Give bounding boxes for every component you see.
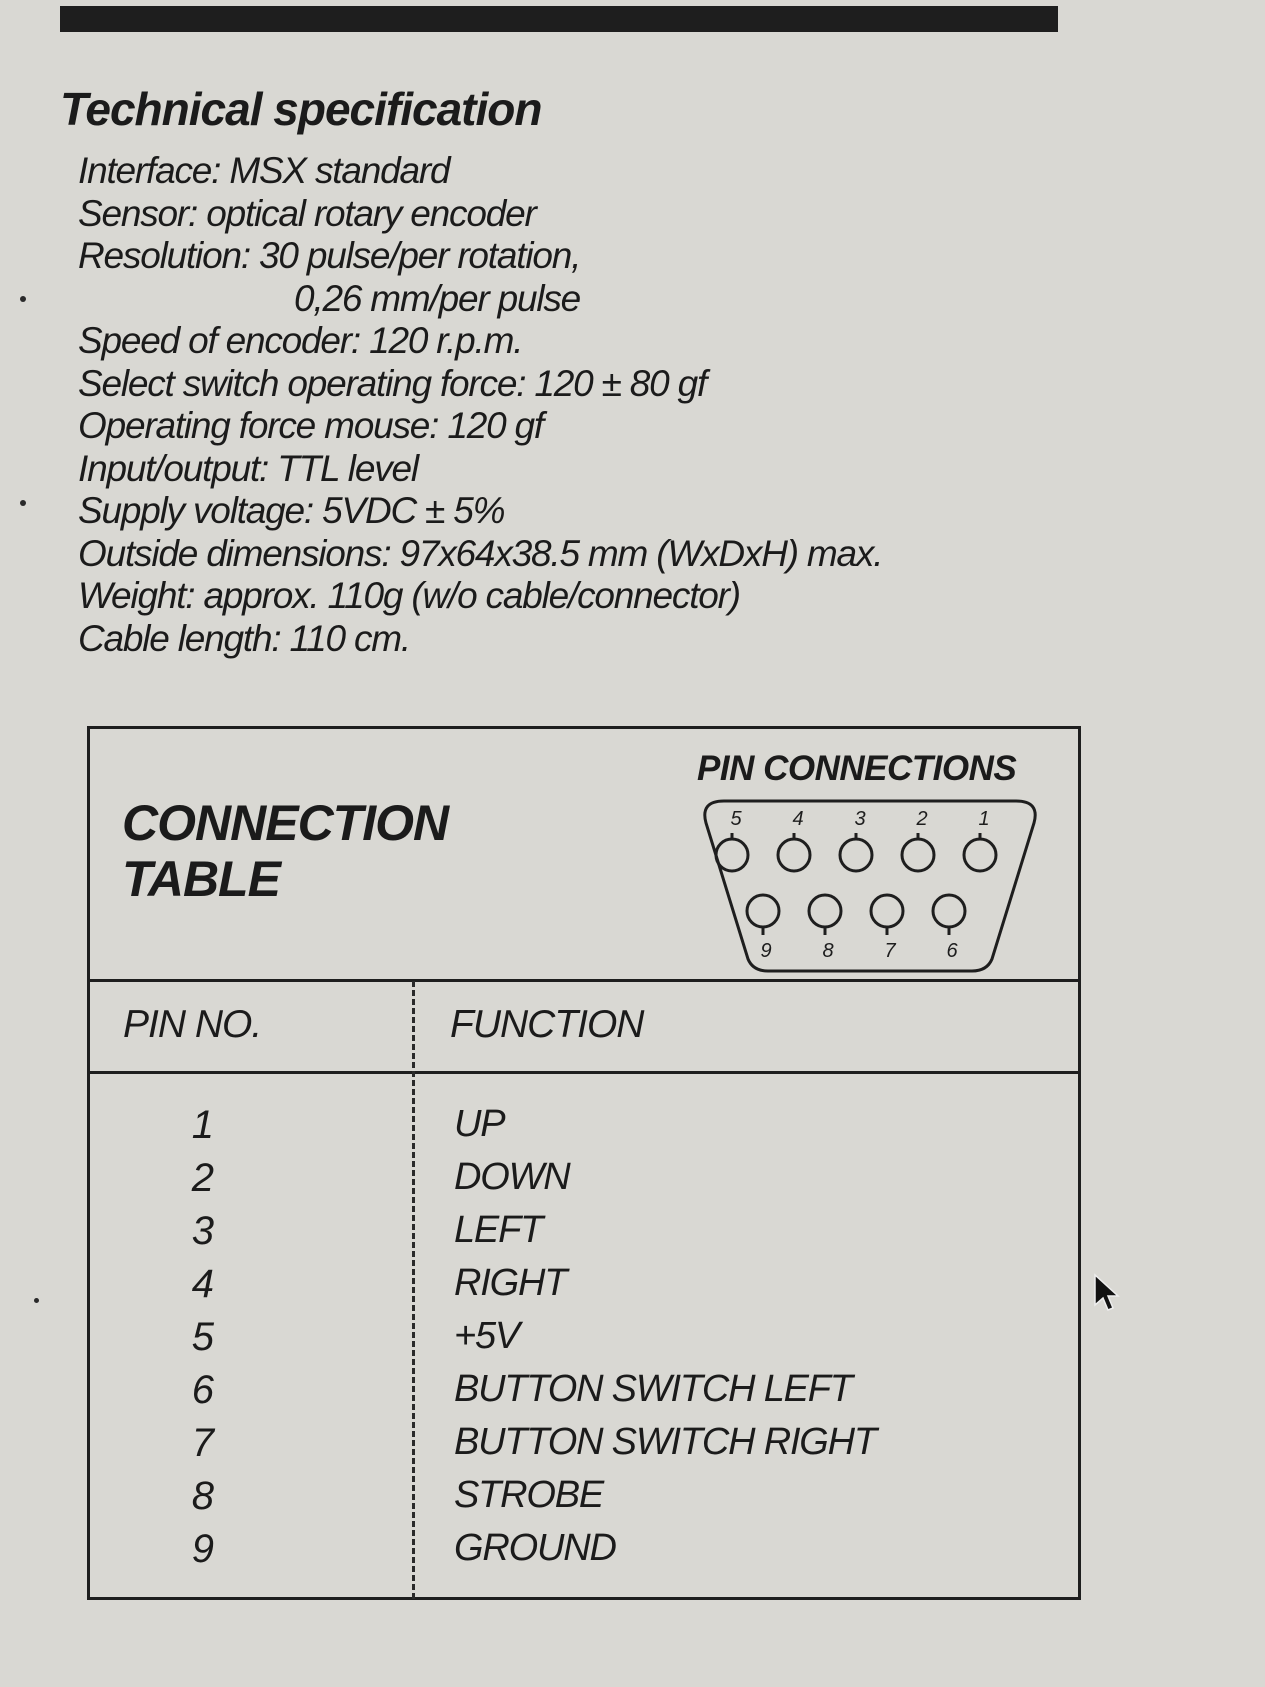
connection-table: CONNECTION TABLE PIN CONNECTIONS 5	[87, 726, 1081, 1600]
column-divider	[412, 981, 415, 1599]
pin-number-9: 9	[760, 940, 771, 962]
speck	[34, 1298, 39, 1303]
column-header-pin: PIN NO.	[123, 1003, 262, 1046]
table-row: 6 BUTTON SWITCH LEFT	[90, 1368, 1078, 1420]
spec-interface: Interface: MSX standard	[78, 150, 451, 191]
table-row: 9 GROUND	[90, 1527, 1078, 1579]
row-pin: 6	[191, 1368, 214, 1412]
pin-hole-9	[745, 893, 781, 929]
header-divider-bottom	[90, 1071, 1078, 1074]
table-row: 2 DOWN	[90, 1156, 1078, 1208]
pin-hole-3	[838, 837, 874, 873]
spec-select-switch: Select switch operating force: 120 ± 80 …	[78, 362, 707, 404]
pin-connections-label: PIN CONNECTIONS	[697, 749, 1017, 788]
spec-resolution: Resolution: 30 pulse/per rotation,	[78, 235, 581, 276]
spec-weight: Weight: approx. 110g (w/o cable/connecto…	[78, 575, 741, 616]
table-row: 7 BUTTON SWITCH RIGHT	[90, 1421, 1078, 1473]
spec-cable: Cable length: 110 cm.	[78, 617, 411, 659]
row-function: BUTTON SWITCH LEFT	[454, 1368, 853, 1410]
row-pin: 3	[191, 1209, 214, 1253]
pin-hole-1	[962, 837, 998, 873]
pin-hole-4	[776, 837, 812, 873]
pin-number-4: 4	[792, 808, 803, 830]
pin-number-2: 2	[915, 808, 927, 830]
row-function: DOWN	[454, 1156, 571, 1198]
pin-hole-7	[869, 893, 905, 929]
header-divider-top	[90, 979, 1078, 982]
row-function: +5V	[454, 1315, 520, 1357]
spec-title: Technical specification	[60, 83, 542, 135]
pin-hole-5	[714, 837, 750, 873]
row-pin: 1	[191, 1103, 214, 1147]
row-function: GROUND	[454, 1527, 617, 1569]
row-pin: 2	[191, 1156, 214, 1200]
speck	[20, 500, 26, 506]
db9-connector-diagram: 5 4 3 2 1 9 8 7 6	[703, 799, 1037, 973]
row-function: BUTTON SWITCH RIGHT	[454, 1421, 877, 1463]
table-title-line2: TABLE	[122, 851, 281, 907]
connector-outline	[703, 799, 1037, 973]
pin-number-6: 6	[946, 940, 958, 962]
pin-hole-2	[900, 837, 936, 873]
pin-hole-8	[807, 893, 843, 929]
row-pin: 7	[191, 1421, 214, 1465]
table-row: 3 LEFT	[90, 1209, 1078, 1261]
pin-number-5: 5	[730, 808, 742, 830]
mouse-cursor-icon	[1094, 1273, 1120, 1311]
row-function: RIGHT	[454, 1262, 567, 1304]
pin-number-7: 7	[884, 940, 896, 962]
spec-supply: Supply voltage: 5VDC ± 5%	[78, 490, 506, 531]
spec-sensor: Sensor: optical rotary encoder	[78, 192, 537, 234]
table-title-line1: CONNECTION	[122, 795, 449, 851]
pin-number-3: 3	[854, 808, 865, 830]
top-rule	[60, 6, 1058, 32]
table-row: 4 RIGHT	[90, 1262, 1078, 1314]
table-title: CONNECTION TABLE	[122, 795, 449, 907]
row-pin: 5	[191, 1315, 214, 1359]
row-pin: 9	[191, 1527, 214, 1571]
row-function: UP	[454, 1103, 506, 1145]
pin-hole-6	[931, 893, 967, 929]
table-row: 8 STROBE	[90, 1474, 1078, 1526]
speck	[20, 296, 26, 302]
row-pin: 8	[191, 1474, 214, 1518]
spec-io: Input/output: TTL level	[78, 447, 419, 489]
table-row: 5 +5V	[90, 1315, 1078, 1367]
pin-number-8: 8	[822, 940, 833, 962]
spec-list: Interface: MSX standard Sensor: optical …	[78, 150, 883, 660]
table-row: 1 UP	[90, 1103, 1078, 1155]
row-pin: 4	[191, 1262, 214, 1306]
spec-operating-force: Operating force mouse: 120 gf	[78, 405, 544, 446]
row-function: LEFT	[454, 1209, 543, 1251]
spec-resolution-cont: 0,26 mm/per pulse	[294, 277, 581, 319]
column-header-function: FUNCTION	[450, 1003, 644, 1046]
spec-dimensions: Outside dimensions: 97x64x38.5 mm (WxDxH…	[78, 532, 883, 574]
row-function: STROBE	[454, 1474, 604, 1516]
pin-number-1: 1	[978, 808, 989, 830]
spec-speed: Speed of encoder: 120 r.p.m.	[78, 320, 523, 361]
